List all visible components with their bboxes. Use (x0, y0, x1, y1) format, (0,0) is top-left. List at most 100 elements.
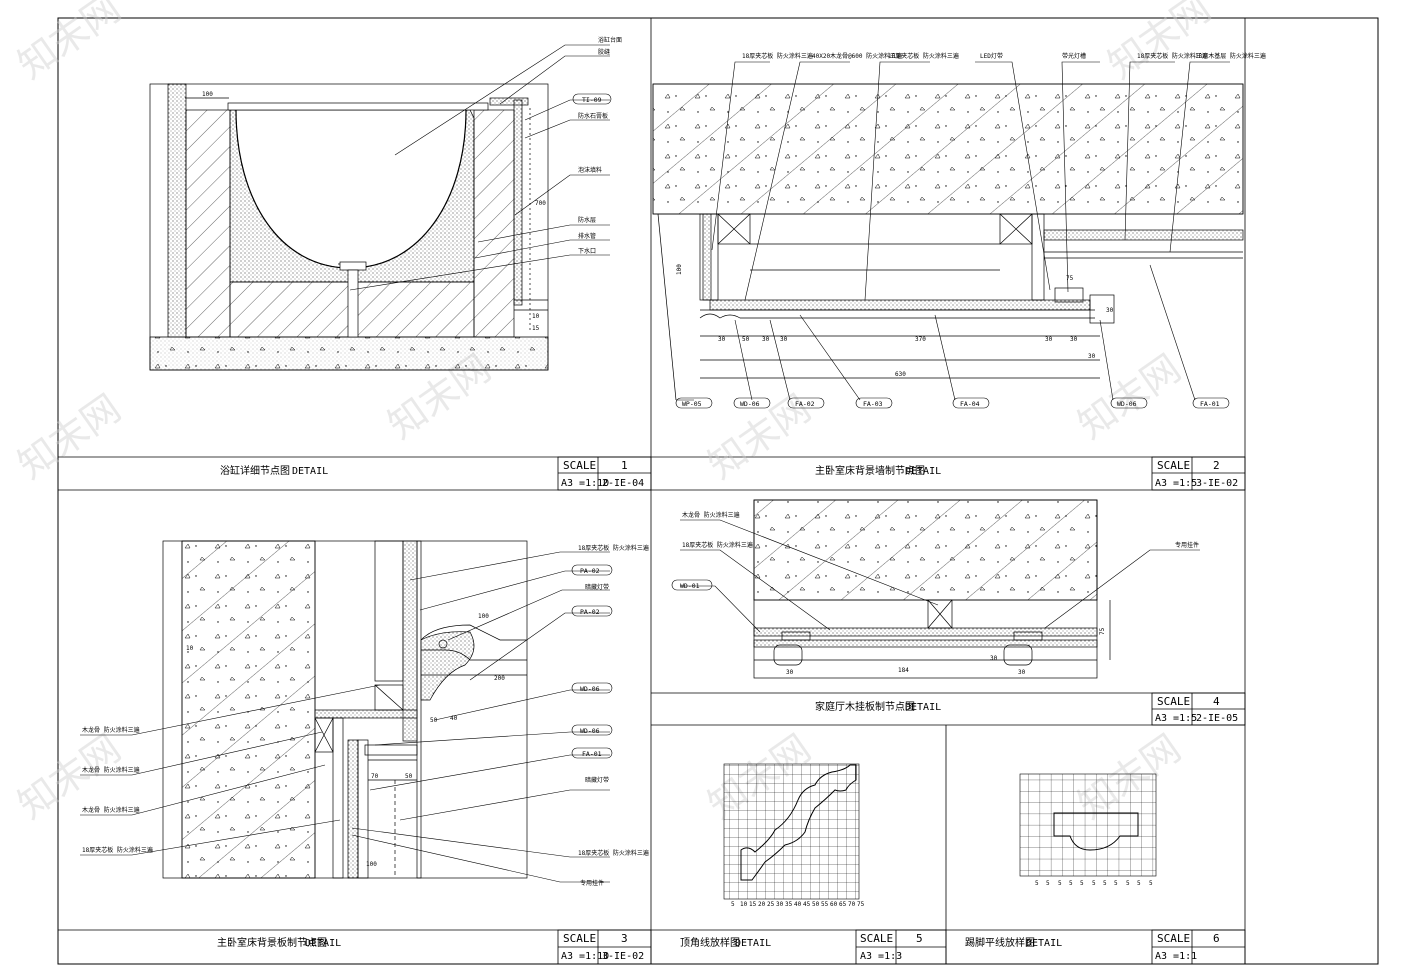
d5-tick: 60 (830, 901, 838, 908)
d2-dim: 370 (915, 336, 926, 343)
d6-tick: 5 (1069, 880, 1073, 887)
d5-tick: 15 (749, 901, 757, 908)
d5-tick: 70 (848, 901, 856, 908)
d2-note: LED灯带 (980, 52, 1003, 60)
detail-3-ref: 3-IE-02 (602, 951, 644, 962)
d3-dim: 100 (366, 861, 377, 868)
detail-4-callouts (671, 519, 1200, 633)
d4-dim: 75 (1099, 627, 1106, 635)
d2-dim: 30 (1045, 336, 1053, 343)
d5-tick: 50 (812, 901, 820, 908)
d5-x-ticks: 5 10 15 20 25 30 35 40 45 50 55 60 65 70… (731, 901, 865, 908)
d5-tick: 10 (740, 901, 748, 908)
detail-2-ceiling (652, 83, 1244, 401)
d5-tick: 40 (794, 901, 802, 908)
d4-note: 18厚夹芯板 防火涂料三遍 (682, 541, 753, 549)
d3-dim: 70 (371, 773, 379, 780)
d2-note: 18厚木基层 防火涂料三遍 (1195, 52, 1266, 60)
d2-dim: 50 (742, 336, 750, 343)
d4-note-right: 专用挂件 (1175, 541, 1199, 549)
d6-tick: 5 (1035, 880, 1039, 887)
detail-2-scale-word: SCALE (1157, 459, 1190, 472)
detail-5-scale: A3 =1:3 (860, 951, 902, 962)
detail-5-detail-word: DETAIL (735, 938, 771, 949)
d2-dim: 75 (1066, 275, 1074, 282)
d6-tick: 5 (1058, 880, 1062, 887)
d2-note: 带光灯槽 (1062, 52, 1086, 60)
d5-tick: 20 (758, 901, 766, 908)
d3-note-left: 木龙骨 防火涂料三遍 (82, 766, 140, 774)
d3-dim: 10 (186, 645, 194, 652)
d1-callout-gypsum: 防水石膏板 (578, 112, 608, 120)
d2-tag-fa04: FA-04 (960, 400, 980, 408)
d4-dim: 30 (1018, 669, 1026, 676)
d3-dim: 50 (430, 717, 438, 724)
d6-x-ticks: 5 5 5 5 5 5 5 5 5 5 5 (1035, 880, 1153, 887)
d3-note-left: 木龙骨 防火涂料三遍 (82, 806, 140, 814)
detail-2-callouts (676, 61, 1230, 401)
d1-dim: 700 (535, 200, 546, 207)
d2-dim: 30 (1106, 307, 1114, 314)
d5-tick: 65 (839, 901, 847, 908)
detail-4-scale-word: SCALE (1157, 695, 1190, 708)
d2-tag-wd06: WD-06 (1117, 400, 1137, 408)
watermark: 知末网 (10, 386, 129, 487)
d3-dim: 40 (450, 715, 458, 722)
d5-tick: 25 (767, 901, 775, 908)
d6-tick: 5 (1149, 880, 1153, 887)
d1-tag-ti09: TI-09 (582, 96, 602, 104)
d5-tick: 75 (857, 901, 865, 908)
detail-6-title: 踢脚平线放样图 (965, 936, 1035, 949)
d3-note-left: 木龙骨 防火涂料三遍 (82, 726, 140, 734)
detail-3-scale-word: SCALE (563, 932, 596, 945)
d1-dim: 100 (202, 91, 213, 98)
detail-1-title: 浴缸详细节点图 (220, 464, 290, 477)
d3-dim: 200 (494, 675, 505, 682)
detail-2-detail-word: DETAIL (905, 466, 941, 477)
d2-tag-wp05: WP-05 (682, 400, 702, 408)
d4-tag-wd01: WD-01 (680, 582, 700, 590)
d2-tags (675, 397, 1230, 409)
d4-dim: 184 (898, 667, 909, 674)
detail-3-title: 主卧室床背景板制节点图 (217, 936, 327, 949)
d3-tag-wd06: WD-06 (580, 727, 600, 735)
d3-tag-wd06: WD-06 (580, 685, 600, 693)
detail-1-scale-word: SCALE (563, 459, 596, 472)
detail-3-number: 3 (621, 932, 628, 945)
d2-dim: 30 (780, 336, 788, 343)
d6-tick: 5 (1114, 880, 1118, 887)
detail-3-callouts (80, 551, 610, 883)
detail-5-scale-word: SCALE (860, 932, 893, 945)
d3-tag-pa02: PA-02 (580, 608, 600, 616)
detail-4-ref: 2-IE-05 (1196, 713, 1238, 724)
d3-dim: 100 (478, 613, 489, 620)
watermark: 知末网 (1070, 346, 1189, 447)
d3-text: 18厚夹芯板 防火涂料三遍 (578, 849, 649, 857)
d5-tick: 30 (776, 901, 784, 908)
detail-1-scale: A3 =1:10 (561, 478, 609, 489)
d2-dim: 30 (1070, 336, 1078, 343)
d2-dim: 100 (676, 264, 683, 275)
sheet-frame (57, 17, 1379, 965)
detail-1-bathtub (149, 83, 549, 371)
d6-tick: 5 (1080, 880, 1084, 887)
d3-tag-fa01: FA-01 (582, 750, 602, 758)
d2-tag-fa03: FA-03 (863, 400, 883, 408)
detail-3-scale: A3 =1:10 (561, 951, 609, 962)
detail-3-detail-word: DETAIL (305, 938, 341, 949)
d2-dim: 30 (718, 336, 726, 343)
d2-note: 18厚夹芯板 防火涂料三遍 (1137, 52, 1208, 60)
d6-tick: 5 (1137, 880, 1141, 887)
watermark: 知末网 (10, 0, 129, 87)
d1-callout-tub-top: 浴缸台面 (598, 36, 622, 44)
d6-tick: 5 (1126, 880, 1130, 887)
d1-callout-waterproof: 防水层 (578, 216, 596, 224)
detail-5-number: 5 (916, 932, 923, 945)
d2-tag-wd06: WD-06 (740, 400, 760, 408)
d5-tick: 45 (803, 901, 811, 908)
d1-callout-sealant: 胶缝 (598, 48, 610, 56)
detail-4-title: 家庭厅木挂板制节点图 (815, 700, 915, 713)
watermark: 知末网 (1100, 0, 1219, 87)
detail-4-detail-word: DETAIL (905, 702, 941, 713)
detail-6-skirting-profile (1019, 773, 1157, 877)
